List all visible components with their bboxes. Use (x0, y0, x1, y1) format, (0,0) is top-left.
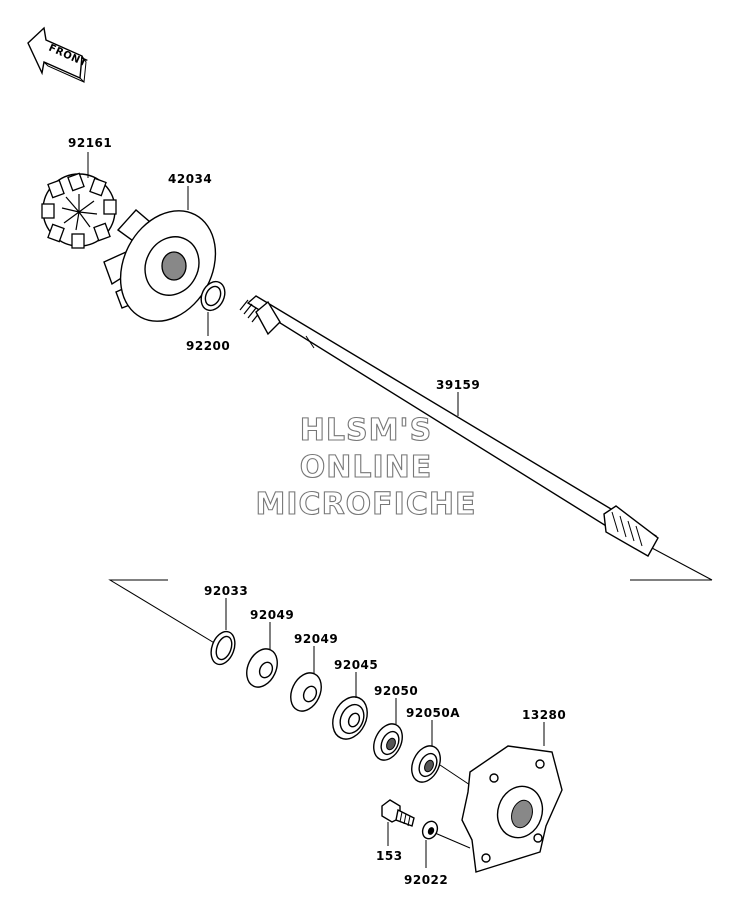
front-arrow-icon: FRONT (27, 26, 88, 84)
coupler-42034[interactable] (102, 194, 234, 338)
drive-shaft-39159[interactable] (239, 295, 713, 581)
washer-92200[interactable] (197, 278, 230, 314)
flange-plate-13280[interactable] (461, 745, 563, 873)
part-label-92022: 92022 (404, 873, 448, 887)
center-line-left (108, 579, 227, 651)
part-label-92049-b: 92049 (294, 632, 338, 646)
part-label-153: 153 (376, 849, 403, 863)
washer-92022[interactable] (420, 819, 440, 841)
watermark-line-1: HLSM'S (300, 413, 432, 448)
part-label-92161: 92161 (68, 136, 112, 150)
part-label-92049-a: 92049 (250, 608, 294, 622)
oil-seal-92050[interactable] (368, 719, 408, 764)
spacer-92049-b[interactable] (285, 668, 327, 716)
watermark: HLSM'S ONLINE MICROFICHE (255, 412, 477, 522)
part-label-92045: 92045 (334, 658, 378, 672)
watermark-line-2: ONLINE (300, 450, 433, 485)
watermark-line-3: MICROFICHE (256, 487, 477, 522)
spacer-92049-a[interactable] (241, 644, 283, 692)
circlip-92033[interactable] (207, 628, 239, 667)
part-label-42034: 42034 (168, 172, 212, 186)
damper-92161[interactable] (41, 172, 117, 249)
oil-seal-92050A[interactable] (406, 741, 446, 786)
part-label-92050: 92050 (374, 684, 418, 698)
bolt-153[interactable] (381, 799, 415, 827)
part-label-92033: 92033 (204, 584, 248, 598)
part-label-92050A: 92050A (406, 706, 460, 720)
part-label-13280: 13280 (522, 708, 566, 722)
part-label-39159: 39159 (436, 378, 480, 392)
bearing-92045[interactable] (326, 691, 374, 744)
part-label-92200: 92200 (186, 339, 230, 353)
center-line-flange (439, 764, 471, 786)
